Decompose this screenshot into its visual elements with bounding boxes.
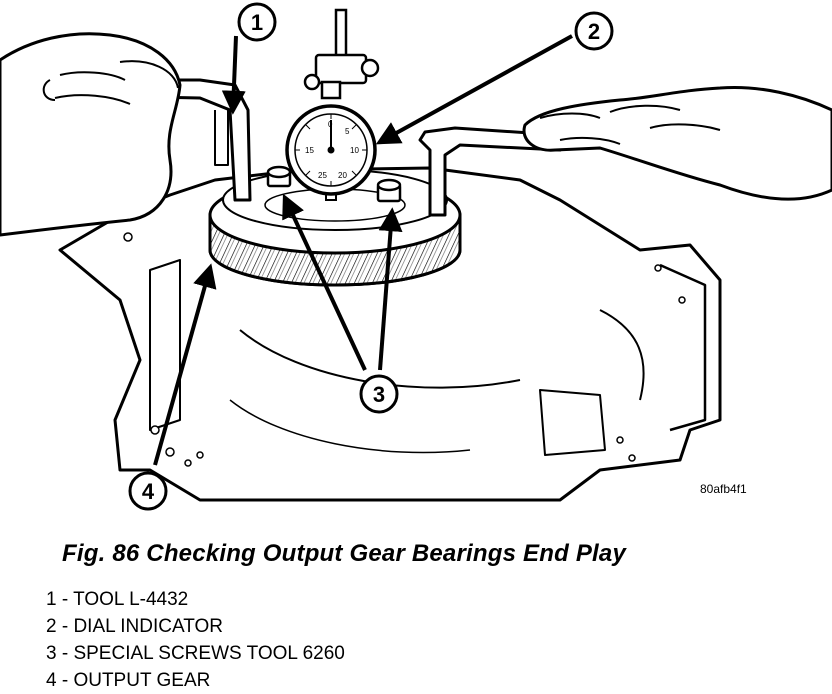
leader-line-2 xyxy=(375,34,573,145)
technical-illustration: 0 5 10 15 20 25 1 2 3 4 xyxy=(0,2,832,511)
dial-label-20: 20 xyxy=(338,171,347,180)
leader-line-4 xyxy=(153,263,217,466)
dial-label-0: 0 xyxy=(328,120,333,129)
legend-item: 1 - TOOL L-4432 xyxy=(46,589,189,610)
dial-label-15: 15 xyxy=(305,146,314,155)
dial-label-5: 5 xyxy=(345,127,350,136)
legend-item: 2 - DIAL INDICATOR xyxy=(46,616,224,637)
leader-line-3b xyxy=(378,207,403,371)
dial-label-10: 10 xyxy=(350,146,359,155)
callout-2-label: 2 xyxy=(588,19,600,44)
callout-3: 3 xyxy=(359,374,399,414)
legend-item: 4 - OUTPUT GEAR xyxy=(46,670,211,691)
dial-tick-marks xyxy=(295,114,367,186)
callout-2: 2 xyxy=(574,11,614,51)
dial-label-25: 25 xyxy=(318,171,327,180)
leader-line-1 xyxy=(221,35,246,115)
callout-4: 4 xyxy=(128,471,168,511)
callout-1-label: 1 xyxy=(251,10,263,35)
callout-3-label: 3 xyxy=(373,382,385,407)
dial-indicator xyxy=(285,8,380,201)
dial-scale-labels: 0 5 10 15 20 25 xyxy=(305,120,359,180)
leader-line-3a xyxy=(282,193,367,371)
right-hand xyxy=(522,85,832,201)
legend-list: 1 - TOOL L-4432 2 - DIAL INDICATOR 3 - S… xyxy=(46,586,345,694)
figure-code: 80afb4f1 xyxy=(700,482,747,496)
figure-caption: Fig. 86 Checking Output Gear Bearings En… xyxy=(62,540,626,567)
callout-4-label: 4 xyxy=(142,479,155,504)
callout-1: 1 xyxy=(237,2,277,42)
case-bolt-holes xyxy=(123,232,686,467)
leader-lines xyxy=(153,34,573,466)
legend-item: 3 - SPECIAL SCREWS TOOL 6260 xyxy=(46,643,345,664)
special-screw xyxy=(266,165,402,203)
left-hand xyxy=(0,32,182,237)
